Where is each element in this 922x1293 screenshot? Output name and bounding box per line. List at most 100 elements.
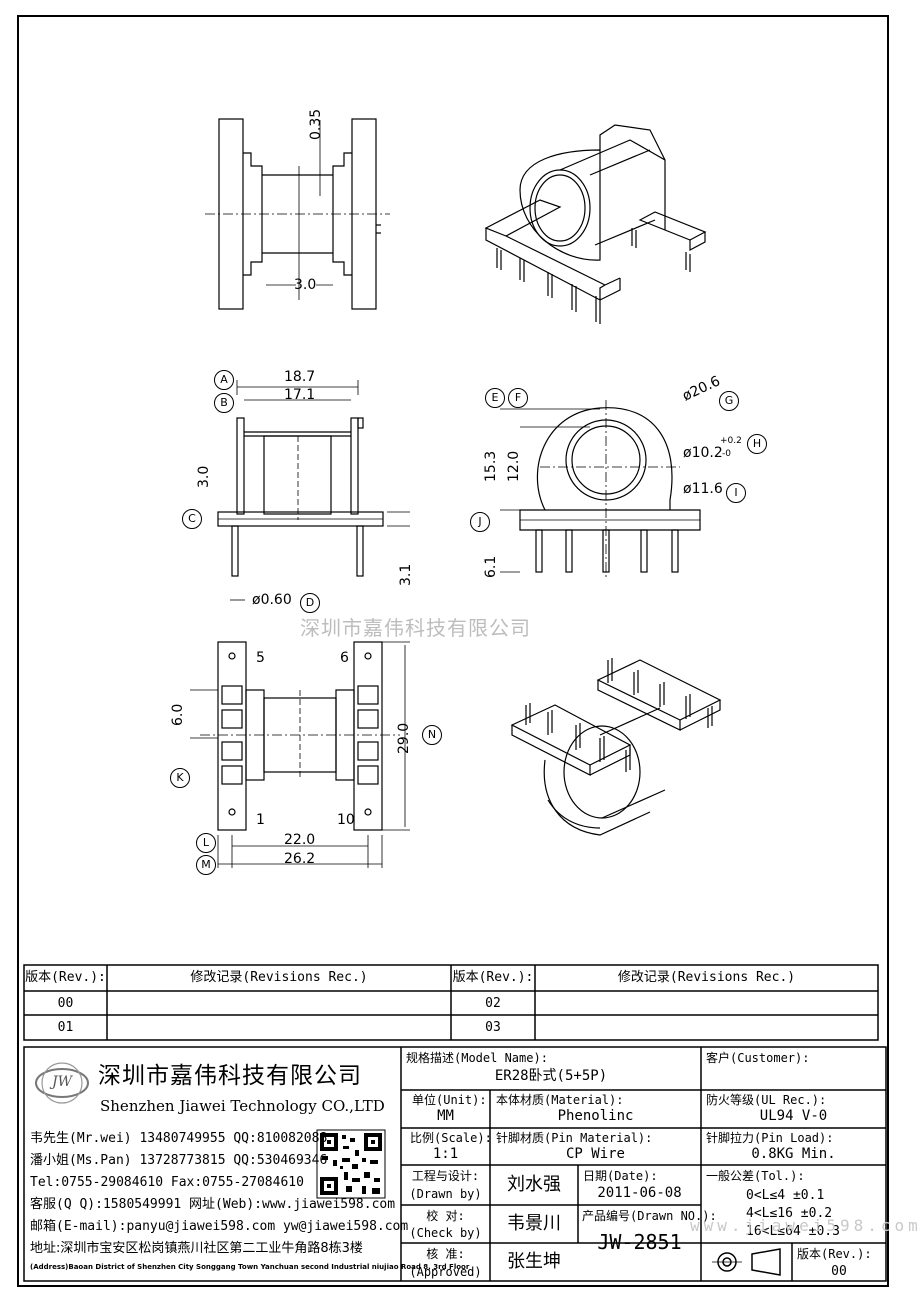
dim-22-0: 22.0 — [284, 832, 316, 848]
contact-qq-web: 客服(Q Q):1580549991 网址(Web):www.jiawei598… — [30, 1197, 396, 1212]
callout-l: L — [196, 833, 216, 853]
contact-wei: 韦先生(Mr.wei) 13480749955 QQ:810082088 — [30, 1131, 328, 1146]
callout-k: K — [170, 768, 190, 788]
dim-10-2-tol-up: +0.2 — [720, 436, 742, 446]
drawn-no-label: 产品编号(Drawn NO.): — [582, 1209, 717, 1223]
dim-3-1: 3.1 — [398, 563, 414, 586]
unit-value: MM — [437, 1108, 454, 1124]
company-logo — [35, 1062, 89, 1104]
contact-tel-fax: Tel:0755-29084610 Fax:0755-27084610 — [30, 1175, 304, 1190]
watermark-url: www.jiawei598.com — [690, 1216, 922, 1235]
check-label: 校 对: — [426, 1209, 465, 1223]
callout-f: F — [508, 388, 528, 408]
pin-label-6: 6 — [340, 650, 349, 666]
rev-row-03: 03 — [485, 1020, 501, 1035]
pin-load-label: 针脚拉力(Pin Load): — [706, 1131, 834, 1145]
dim-15-3: 15.3 — [483, 450, 499, 482]
approved-value: 张生坤 — [507, 1251, 561, 1272]
unit-label: 单位(Unit): — [412, 1093, 487, 1107]
material-value: Phenolinc — [557, 1108, 634, 1124]
pin-label-1: 1 — [256, 812, 265, 828]
dim-12-0: 12.0 — [506, 450, 522, 482]
rev-row-02: 02 — [485, 996, 501, 1011]
customer-label: 客户(Customer): — [706, 1051, 810, 1065]
iso-view-1 — [484, 124, 707, 324]
rec-header-right: 修改记录(Revisions Rec.) — [617, 970, 796, 985]
model-value: ER28卧式(5+5P) — [494, 1068, 608, 1084]
drawing-frame — [17, 15, 889, 1287]
tol-row-2: 4<L≤16 ±0.2 — [746, 1206, 833, 1221]
address-cn: 地址:深圳市宝安区松岗镇燕川社区第二工业牛角路8栋3楼 — [30, 1241, 363, 1256]
callout-n: N — [422, 725, 442, 745]
dim-0-60: ø0.60 — [252, 592, 292, 608]
side-view — [205, 118, 390, 310]
tol-row-3: 16<L≤64 ±0.3 — [746, 1224, 840, 1239]
ul-label: 防火等级(UL Rec.): — [706, 1093, 827, 1107]
check-value: 韦景川 — [507, 1213, 561, 1234]
model-label: 规格描述(Model Name): — [406, 1051, 548, 1065]
dim-6-0: 6.0 — [170, 703, 186, 726]
material-label: 本体材质(Material): — [496, 1093, 624, 1107]
callout-e: E — [485, 388, 505, 408]
pin-label-5: 5 — [256, 650, 265, 666]
top-view — [190, 641, 410, 868]
dim-0-35: 0.35 — [308, 108, 324, 140]
tol-label: 一般公差(Tol.): — [706, 1169, 805, 1183]
rec-header-left: 修改记录(Revisions Rec.) — [190, 970, 368, 985]
dim-26-2: 26.2 — [284, 851, 316, 867]
scale-label: 比例(Scale): — [410, 1131, 492, 1145]
callout-j: J — [470, 512, 490, 532]
date-label: 日期(Date): — [583, 1169, 658, 1183]
callout-d: D — [300, 593, 320, 613]
callout-c: C — [182, 509, 202, 529]
date-value: 2011-06-08 — [597, 1185, 682, 1201]
pin-label-10: 10 — [337, 812, 355, 828]
contact-email: 邮箱(E-mail):panyu@jiawei598.com yw@jiawei… — [30, 1219, 409, 1234]
callout-a: A — [214, 370, 234, 390]
logo-text: JW — [52, 1074, 73, 1090]
dim-17-1: 17.1 — [284, 387, 316, 403]
end-view — [500, 400, 701, 580]
approved-label-en: (Approved) — [409, 1265, 482, 1279]
dim-11-6: ø11.6 — [683, 481, 723, 497]
scale-value: 1:1 — [432, 1146, 459, 1162]
check-label-en: (Check by) — [409, 1226, 482, 1240]
rev-header-right: 版本(Rev.): — [452, 970, 534, 985]
callout-g: G — [719, 391, 739, 411]
address-en: (Address)Baoan District of Shenzhen City… — [30, 1263, 470, 1271]
ul-value: UL94 V-0 — [759, 1108, 828, 1124]
dim-6-1: 6.1 — [483, 555, 499, 578]
dim-10-2: ø10.2 — [683, 445, 723, 461]
pin-load-value: 0.8KG Min. — [751, 1146, 836, 1162]
dim-29-0: 29.0 — [396, 722, 412, 754]
pin-material-value: CP Wire — [565, 1146, 625, 1162]
drawn-label-en: (Drawn by) — [409, 1187, 482, 1201]
drawn-label: 工程与设计: — [411, 1169, 480, 1183]
callout-i: I — [726, 483, 746, 503]
drawn-no-value: JW-2851 — [597, 1230, 682, 1254]
qr-code — [316, 1129, 386, 1199]
dim-18-7: 18.7 — [284, 369, 316, 385]
dim-top-3-0: 3.0 — [294, 277, 317, 293]
drawn-value: 刘水强 — [507, 1174, 561, 1195]
front-view — [217, 380, 410, 601]
watermark-company: 深圳市嘉伟科技有限公司 — [300, 616, 531, 640]
rev-header-left: 版本(Rev.): — [25, 970, 106, 985]
approved-label: 核 准: — [426, 1247, 465, 1261]
iso-view-2 — [510, 658, 722, 836]
company-name-en: Shenzhen Jiawei Technology CO.,LTD — [100, 1097, 385, 1115]
dim-10-2-tol-dn: -0 — [722, 449, 731, 459]
callout-b: B — [214, 393, 234, 413]
dim-3-0: 3.0 — [196, 465, 212, 488]
title-block — [23, 1046, 887, 1282]
callout-h: H — [747, 434, 767, 454]
rev-row-01: 01 — [57, 1020, 74, 1035]
callout-m: M — [196, 855, 216, 875]
revision-table — [23, 964, 879, 1041]
company-name-cn: 深圳市嘉伟科技有限公司 — [98, 1063, 362, 1089]
pin-material-label: 针脚材质(Pin Material): — [496, 1131, 653, 1145]
tol-row-1: 0<L≤4 ±0.1 — [746, 1188, 825, 1203]
rev-label: 版本(Rev.): — [797, 1247, 872, 1261]
rev-row-00: 00 — [57, 996, 74, 1011]
rev-value: 00 — [831, 1264, 847, 1279]
